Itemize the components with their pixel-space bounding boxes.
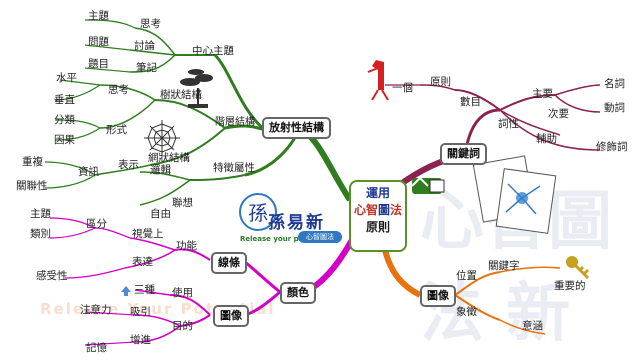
running-figure-icon [367,60,389,101]
leaf-concept: 意涵 [522,320,543,332]
leaf-visual: 視覺上 [132,228,164,240]
leaf-main: 主要 [532,88,553,100]
leaf-problem: 問題 [88,36,109,48]
leaf-notes: 筆記 [136,62,157,74]
node-tree: 樹狀結構 [160,89,202,101]
leaf-show: 表示 [118,159,139,171]
leaf-distinguish: 區分 [86,218,107,230]
leaf-topic: 主題 [88,10,109,22]
logo-subtitle: Release your potential [240,235,330,243]
leaf-purpose: 目的 [172,320,193,332]
center-line-3: 原則 [365,220,390,234]
center-line-2a: 心智 [353,203,378,217]
node-central-theme: 中心主題 [192,45,234,57]
logo-mark-icon: 孫 [239,193,277,231]
center-line-2c: 法 [390,203,403,217]
leaf-noun: 名詞 [604,78,625,90]
leaf-classify: 分類 [54,114,75,126]
leaf-repeat: 重複 [22,156,43,168]
leaf-count: 數目 [460,96,481,108]
leaf-question: 題目 [88,58,109,70]
branch-image-right-line [382,249,422,298]
leaf-pos: 詞性 [498,118,519,130]
central-topic: 運用 心智圖法 原則 [349,180,407,252]
leaf-verb: 動詞 [604,102,625,114]
leaf-symbol: 象徵 [456,306,477,318]
logo-badge: 心智圖法 [298,231,342,243]
leaf-keyword: 關鍵字 [488,260,520,272]
leaf-secondary: 次要 [548,108,569,120]
up-arrow-icon [121,286,131,296]
leaf-aux: 輔助 [536,133,557,145]
branch-color-box: 顏色 [280,282,316,304]
leaf-feeling: 感受性 [36,270,68,282]
leaf-attract: 吸引 [130,306,151,318]
logo-title: 孫易新 [268,213,325,233]
neuron-picture-icon [472,155,557,234]
leaf-logic: 邏輯 [150,164,171,176]
leaf-relation: 關聯性 [16,180,48,192]
bonsai-tree-icon [180,69,213,108]
branch-image-box: 圖像 [213,305,249,327]
svg-text:孫: 孫 [248,201,268,225]
leaf-express: 表達 [132,256,153,268]
leaf-important: 重要的 [554,280,586,292]
leaf-cause: 因果 [54,134,75,146]
leaf-one: 一個 [392,82,413,94]
handshake-icon [411,176,445,194]
node-network: 網狀結構 [148,152,190,164]
node-hierarchy: 階層結構 [215,117,255,128]
center-line-2b: 圖 [377,203,390,217]
leaf-category: 類別 [30,228,51,240]
leaf-use: 使用 [172,287,193,299]
branch-image-right-box: 圖像 [420,285,456,307]
leaf-tree-think: 思考 [108,84,129,96]
branch-keyword-box: 關鍵詞 [440,143,487,165]
leaf-enhance: 增進 [130,334,151,346]
leaf-horizontal: 水平 [56,72,77,84]
leaf-free: 自由 [150,208,171,220]
leaf-three: 三種 [134,284,155,296]
leaf-modifier: 修飾詞 [596,141,628,153]
leaf-info: 資訊 [78,166,99,178]
node-feature: 特徵屬性 [213,162,255,174]
leaf-position: 位置 [456,270,477,282]
key-icon [566,256,590,280]
branch-radiant-box: 放射性結構 [262,117,331,139]
leaf-attention: 注意力 [80,304,112,316]
branch-line-box: 線條 [211,252,247,274]
leaf-function: 功能 [176,240,197,252]
leaf-line-topic: 主題 [30,208,51,220]
center-line-1: 運用 [365,186,390,200]
leaf-principle: 原則 [430,76,451,88]
spider-web-icon [144,120,180,156]
leaf-tree-form: 形式 [106,124,127,136]
leaf-vertical: 垂直 [54,94,75,106]
leaf-discuss: 討論 [134,40,155,52]
leaf-memory: 記憶 [86,342,107,354]
leaf-think: 思考 [140,18,161,30]
leaf-associate: 聯想 [172,197,193,209]
